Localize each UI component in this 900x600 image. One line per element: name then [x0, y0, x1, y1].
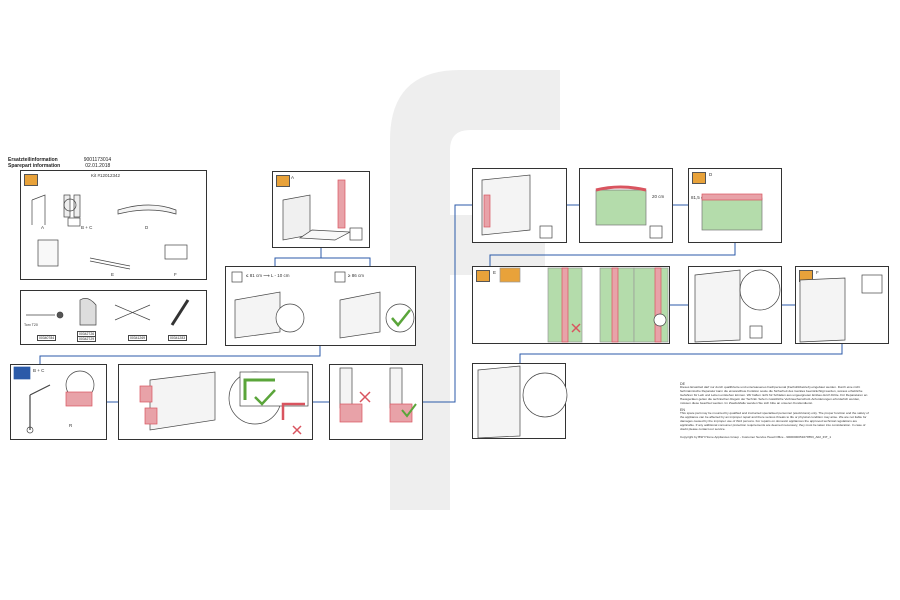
- part-label-f: F: [174, 272, 177, 277]
- header-value-2: 02.01.2018: [85, 163, 111, 169]
- header-label-2: Sparepart information: [8, 163, 61, 169]
- kit-label: Kit #12012342: [91, 173, 121, 178]
- notes-copyright: Copyright by BSH Home Appliances Group -…: [680, 434, 832, 439]
- part-label-d: D: [145, 225, 149, 230]
- notes-en-head: EN: [680, 407, 685, 412]
- tool-code-1: 00340784: [37, 335, 57, 341]
- step-e-label: E: [493, 270, 497, 275]
- parts-kit-panel: Kit #12012342 A B + C D E F: [20, 170, 207, 280]
- tool-code-3: 00341269: [128, 335, 148, 341]
- notes-de-text: Dieses Ersatzteil darf nur durch qualifi…: [680, 385, 868, 406]
- header-label-1: Ersatzteilinformation: [8, 157, 58, 163]
- tool-code-2b: 00342729: [77, 336, 97, 342]
- notes-block: DE Dieses Ersatzteil darf nur durch qual…: [680, 382, 870, 439]
- header-info: Ersatzteilinformation 9001173014 Sparepar…: [8, 157, 111, 169]
- hand-icon: [476, 270, 490, 282]
- header-value-1: 9001173014: [83, 157, 112, 163]
- dim-81-label: 81,5 cm: [691, 195, 708, 200]
- hand-icon: [692, 172, 706, 184]
- step-f-label: F: [816, 270, 819, 275]
- step-bc-label: B + C: [33, 368, 45, 373]
- step-d-label: D: [709, 172, 713, 177]
- step-a-label: A: [291, 175, 295, 180]
- hand-icon: [24, 174, 38, 186]
- part-label-bc: B + C: [81, 225, 93, 230]
- part-label-e: E: [111, 272, 115, 277]
- tool-code-4: 00341283: [168, 335, 188, 341]
- dim-20-label: 20 cm: [652, 194, 665, 199]
- notes-en-text: This spare part may be mounted by qualif…: [680, 411, 869, 431]
- hand-icon: [276, 175, 290, 187]
- notes-de-head: DE: [680, 382, 685, 386]
- measure-left-text: ≤ 81 cm ⟶ L - 10 cm: [246, 273, 290, 278]
- screwdriver-size: Torx T20: [24, 323, 38, 327]
- step-r-label: R: [69, 423, 73, 428]
- measure-right-text: ≥ 86 cm: [348, 273, 364, 278]
- part-label-a: A: [41, 225, 45, 230]
